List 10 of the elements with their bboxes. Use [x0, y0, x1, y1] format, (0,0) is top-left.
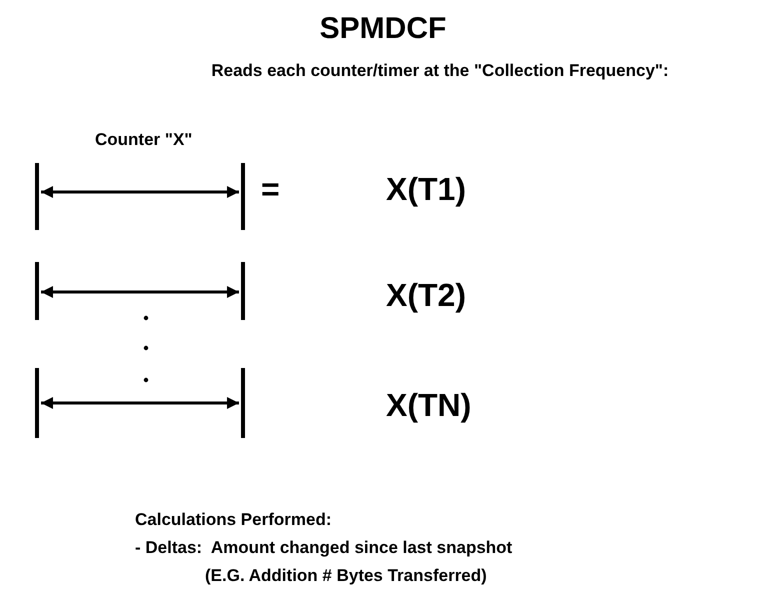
note-heading: Calculations Performed: [135, 511, 332, 530]
value-label: X(T2) [386, 278, 466, 314]
subtitle: Reads each counter/timer at the "Collection Frequency": [211, 62, 669, 81]
dimension-label: Counter "X" [95, 131, 192, 150]
equals-sign: = [261, 172, 280, 208]
note-text: - Deltas: Amount changed since last snapshot [135, 539, 512, 558]
value-label: X(T1) [386, 172, 466, 208]
title: SPMDCF [320, 12, 446, 45]
value-label: X(TN) [386, 388, 472, 424]
note-text: (E.G. Addition # Bytes Transferred) [205, 567, 487, 586]
